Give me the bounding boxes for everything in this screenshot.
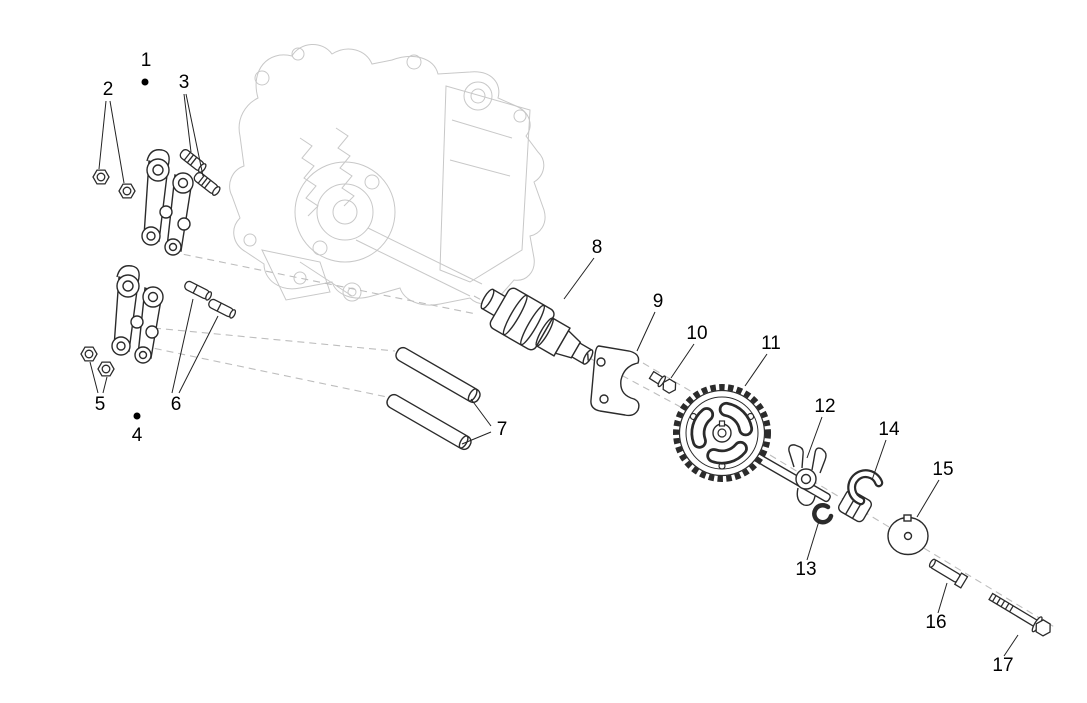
callout-label-2: 2: [103, 79, 114, 100]
callout-label-1: 1: [141, 50, 152, 71]
leader-line-14: [871, 439, 887, 481]
bolt-item-17: [988, 592, 1051, 637]
leader-line-13: [806, 520, 820, 561]
leader-line-6a: [171, 298, 194, 394]
leader-line-5b: [102, 376, 108, 394]
cylinder-head-outline-drawing: [229, 44, 546, 306]
retainer-plate-item-9: [590, 345, 640, 417]
bolt-item-10: [648, 370, 677, 394]
nuts-item-5: [80, 346, 115, 377]
leader-line-5a: [89, 361, 99, 394]
leader-line-3b: [185, 93, 204, 177]
sprocket-teeth: [673, 384, 771, 482]
rocker-assembly-lower: [111, 265, 164, 364]
callout-label-15: 15: [932, 459, 953, 480]
callout-label-10: 10: [686, 323, 707, 344]
callout-label-13: 13: [795, 559, 816, 580]
leader-line-17: [1003, 634, 1019, 657]
pins-item-6: [184, 280, 237, 319]
leader-line-3a: [183, 93, 192, 153]
leader-line-12: [806, 416, 823, 459]
leader-line-15: [916, 479, 940, 518]
circlip-item-13: [812, 503, 834, 525]
callout-label-17: 17: [992, 655, 1013, 676]
leader-lines: [89, 93, 1019, 657]
phantom-axis-lines: [142, 251, 1057, 629]
sprocket-lightening-slots: [690, 401, 754, 465]
leader-line-6b: [178, 315, 219, 394]
leader-line-7b: [461, 431, 492, 445]
fork-item-14: [847, 469, 884, 506]
callout-labels: 1 2 3 4 5 6 7 8 9 10 11 12 13 14 15 16 1…: [95, 50, 1014, 676]
callout-label-12: 12: [814, 396, 835, 417]
camshaft-item-8: [480, 287, 594, 365]
leader-line-16: [937, 582, 948, 614]
push-rods-item-7: [386, 346, 481, 451]
leader-line-9: [636, 311, 656, 352]
pin-item-16: [928, 558, 969, 589]
leader-line-10: [670, 343, 695, 379]
leader-line-11: [744, 353, 768, 387]
callout-label-6: 6: [171, 394, 182, 415]
rocker-assembly-upper: [141, 149, 194, 256]
callout-label-5: 5: [95, 394, 106, 415]
nuts-item-2: [92, 169, 136, 199]
callout-label-14: 14: [878, 419, 900, 440]
assembly-marker-dot-4: [133, 412, 141, 420]
callout-label-3: 3: [179, 72, 190, 93]
callout-label-9: 9: [653, 291, 664, 312]
studs-item-3: [179, 149, 221, 196]
callout-label-11: 11: [761, 333, 781, 354]
callout-label-7: 7: [497, 419, 508, 440]
callout-label-4: 4: [132, 425, 143, 446]
leader-line-2a: [98, 100, 107, 170]
callout-label-16: 16: [925, 612, 946, 633]
leader-line-7a: [470, 398, 492, 427]
sprocket-item-11: [673, 384, 771, 482]
assembly-marker-dot-1: [141, 78, 149, 86]
disc-item-15: [887, 514, 929, 556]
leader-line-2b: [109, 100, 125, 184]
callout-label-8: 8: [592, 237, 603, 258]
leader-line-8: [563, 257, 595, 300]
